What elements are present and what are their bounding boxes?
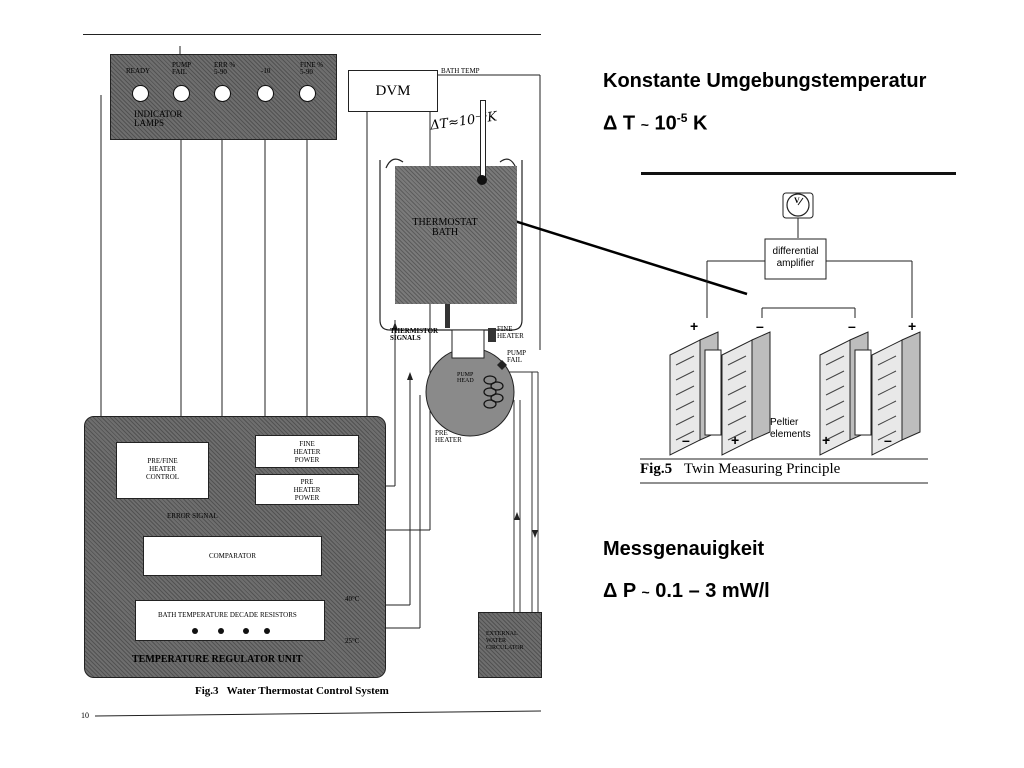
pre-heater-label: PRE HEATER bbox=[435, 429, 462, 444]
fine-heater-power-box: FINE HEATER POWER bbox=[255, 435, 359, 468]
thermistor-signals-label: THERMISTOR SIGNALS bbox=[390, 327, 439, 342]
meter-label: V bbox=[794, 196, 800, 205]
comparator-box: COMPARATOR bbox=[143, 536, 322, 576]
fine-heater-label: FINE HEATER bbox=[497, 325, 524, 340]
bath-label: THERMOSTAT BATH bbox=[412, 217, 478, 238]
indicator-lamp-minus10 bbox=[257, 85, 274, 102]
indicator-label-err: ERR % 5-90 bbox=[214, 61, 236, 76]
sign-right-bottom: – bbox=[884, 432, 892, 448]
indicator-label-pump-fail: PUMP FAIL bbox=[172, 61, 192, 76]
differential-amplifier-label: differential amplifier bbox=[772, 246, 819, 269]
heading-measurement-accuracy: Messgenauigkeit bbox=[603, 538, 765, 560]
pump-head-label: PUMP HEAD bbox=[457, 372, 474, 384]
decade-knob-4 bbox=[264, 628, 270, 634]
delta-t-prefix: Δ T bbox=[603, 112, 641, 135]
fig5-caption: Fig.5 Twin Measuring Principle bbox=[640, 461, 840, 478]
indicator-label-ready: READY bbox=[126, 67, 151, 75]
sign-mid-right-bottom: + bbox=[822, 432, 831, 448]
page-number: 10 bbox=[81, 711, 89, 720]
delta-t-exponent: -5 bbox=[676, 111, 688, 125]
bath-sensor-dot bbox=[477, 175, 487, 185]
fig3-top-rule bbox=[83, 34, 541, 35]
indicator-lamp-fine bbox=[299, 85, 316, 102]
indicator-label-fine: FINE % 5-90 bbox=[300, 61, 324, 76]
decade-knob-2 bbox=[218, 628, 224, 634]
error-signal-label: ERROR SIGNAL bbox=[167, 512, 218, 520]
indicator-lamp-ready bbox=[132, 85, 149, 102]
indicator-label-minus10: -10 bbox=[261, 67, 271, 75]
bath-temp-label: BATH TEMP bbox=[441, 67, 480, 75]
delta-t-unit: K bbox=[687, 112, 708, 135]
delta-p-rest: 0.1 – 3 mW/l bbox=[649, 580, 770, 602]
regulator-unit-title: TEMPERATURE REGULATOR UNIT bbox=[132, 654, 303, 665]
sign-mid-left-bottom: + bbox=[731, 432, 740, 448]
temp-switch-25: 25°C bbox=[345, 637, 360, 645]
delta-p-tilde: ~ bbox=[641, 584, 650, 600]
sign-left-top: + bbox=[690, 318, 699, 334]
indicator-lamp-err bbox=[214, 85, 231, 102]
sign-mid-left-top: – bbox=[756, 318, 764, 334]
pre-fine-heater-control-box: PRE/FINE HEATER CONTROL bbox=[116, 442, 209, 499]
indicator-panel-title: INDICATOR LAMPS bbox=[134, 109, 183, 128]
sign-mid-right-top: – bbox=[848, 318, 856, 334]
heading-constant-temperature: Konstante Umgebungstemperatur bbox=[603, 70, 927, 92]
thermostat-bath bbox=[395, 166, 517, 304]
fig3-caption: Fig.3 Water Thermostat Control System bbox=[195, 685, 389, 697]
dvm-box: DVM bbox=[348, 70, 438, 112]
decade-resistors-box: BATH TEMPERATURE DECADE RESISTORS bbox=[135, 600, 325, 641]
external-water-circulator bbox=[478, 612, 542, 678]
temp-switch-40: 40°C bbox=[345, 595, 360, 603]
pump-fail-label: PUMP FAIL bbox=[507, 349, 527, 364]
fig5-caption-text: Twin Measuring Principle bbox=[683, 461, 841, 477]
fig5-caption-number: Fig.5 bbox=[640, 461, 673, 477]
fig5-top-rule bbox=[641, 172, 956, 175]
delta-t-tilde: ~ bbox=[640, 116, 649, 133]
delta-t-formula: Δ T ~ 10-5 K bbox=[603, 111, 707, 136]
delta-t-base: 10 bbox=[648, 112, 677, 135]
indicator-lamp-pump-fail bbox=[173, 85, 190, 102]
decade-knob-3 bbox=[243, 628, 249, 634]
delta-p-formula: Δ P ~ 0.1 – 3 mW/l bbox=[603, 580, 770, 603]
pre-heater-power-box: PRE HEATER POWER bbox=[255, 474, 359, 505]
sign-right-top: + bbox=[908, 318, 917, 334]
sign-left-bottom: – bbox=[682, 432, 690, 448]
external-circulator-label: EXTERNAL WATER CIRCULATOR bbox=[486, 631, 524, 651]
delta-p-prefix: Δ P bbox=[603, 580, 642, 602]
decade-knob-1 bbox=[192, 628, 198, 634]
peltier-elements-label: Peltier elements bbox=[770, 417, 811, 440]
